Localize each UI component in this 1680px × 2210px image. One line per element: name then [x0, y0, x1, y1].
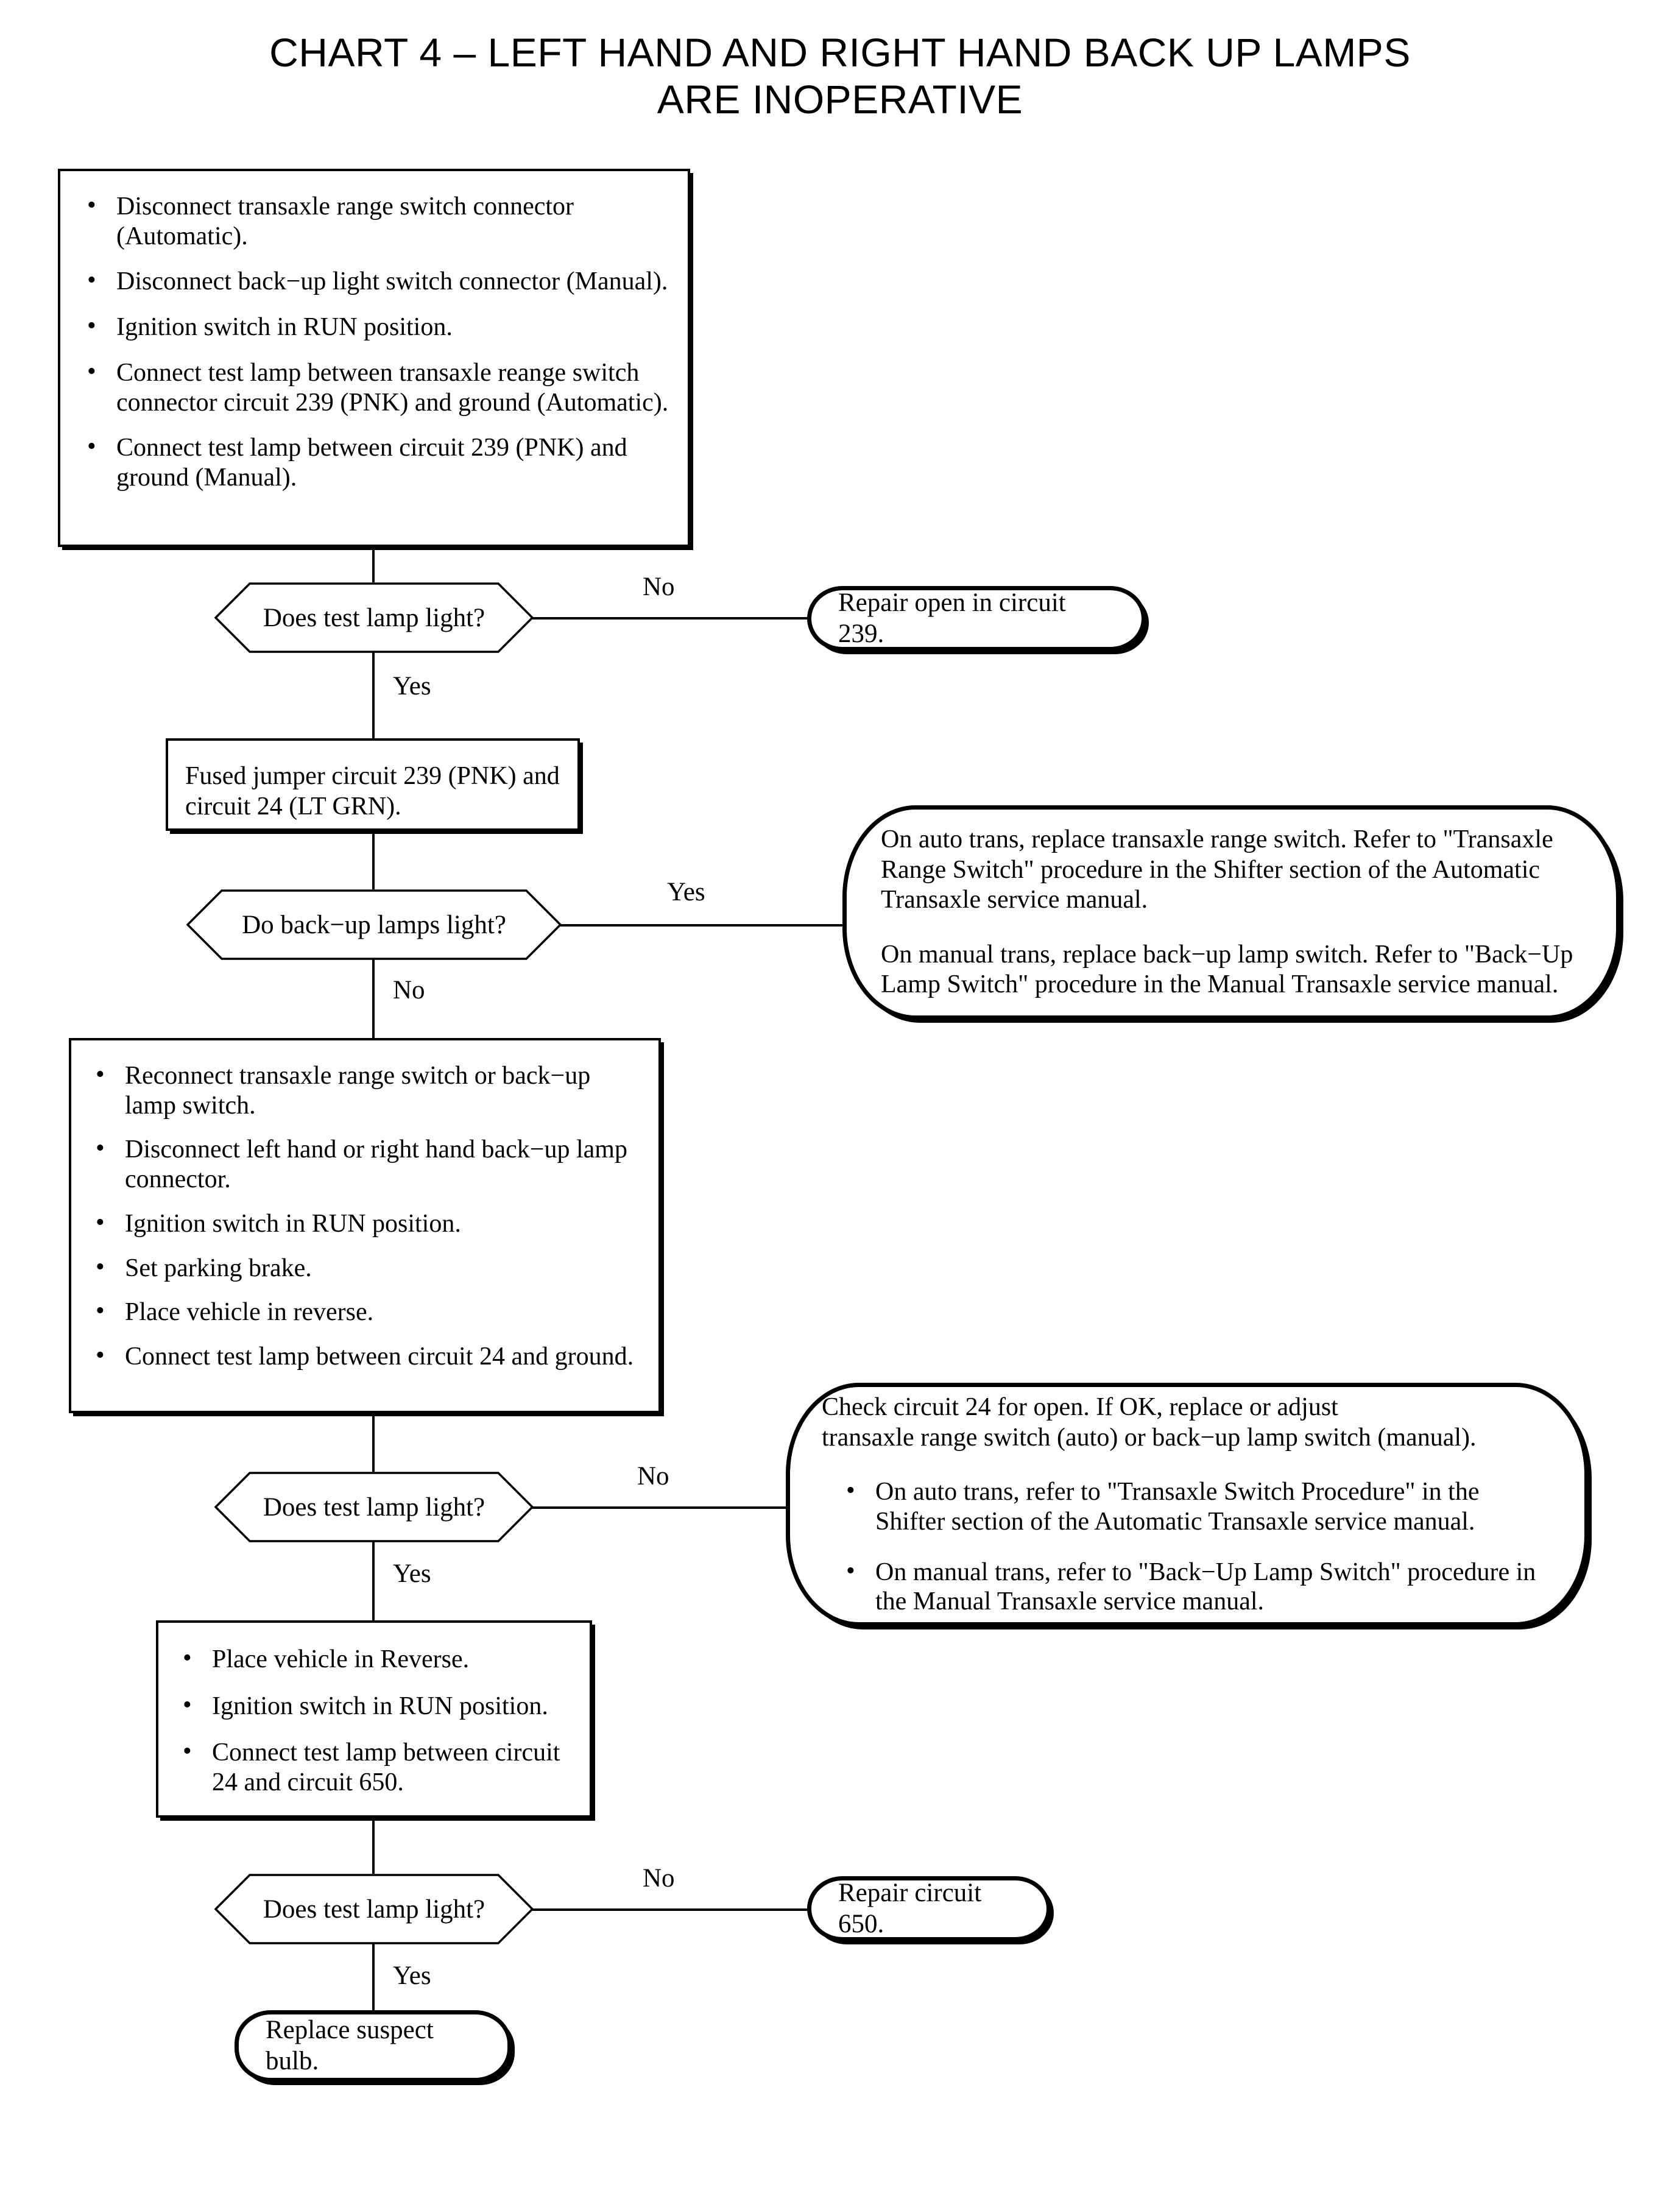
list-item: Connect test lamp between circuit 24 and… [87, 1341, 643, 1372]
connector-step2-to-decision2 [372, 831, 375, 892]
list-item: On auto trans, refer to "Transaxle Switc… [838, 1476, 1553, 1536]
edge-label-yes-3: Yes [393, 1559, 431, 1588]
terminal3-lead-line-2: transaxle range switch (auto) or back−up… [822, 1423, 1477, 1452]
connector-decision2-yes [560, 924, 844, 927]
decision-does-test-lamp-light-2: Does test lamp light? [214, 1472, 534, 1542]
edge-label-yes-1: Yes [393, 672, 431, 701]
hexagon-shape [214, 582, 534, 653]
list-item: Reconnect transaxle range switch or back… [87, 1060, 643, 1120]
terminal-repair-circuit-650: Repair circuit 650. [807, 1876, 1051, 1941]
connector-step4-to-decision4 [372, 1818, 375, 1876]
list-item: Ignition switch in RUN position. [174, 1690, 574, 1721]
step3-bullet-list: Reconnect transaxle range switch or back… [87, 1060, 643, 1372]
edge-label-no-4: No [643, 1864, 675, 1893]
decision-label: Do back−up lamps light? [242, 910, 506, 939]
step2-line-2: circuit 24 (LT GRN). [185, 792, 401, 821]
terminal-check-circuit-24: Check circuit 24 for open. If OK, replac… [786, 1383, 1589, 1626]
step2-line-1: Fused jumper circuit 239 (PNK) and [185, 762, 560, 790]
connector-decision4-yes [372, 1943, 375, 2022]
list-item: Place vehicle in reverse. [87, 1296, 643, 1327]
terminal-text: Replace suspect bulb. [266, 2016, 434, 2075]
list-item: Ignition switch in RUN position. [79, 311, 669, 342]
page-title: CHART 4 – LEFT HAND AND RIGHT HAND BACK … [0, 29, 1680, 123]
edge-label-no-1: No [643, 573, 675, 601]
terminal-replace-transaxle-range-switch: On auto trans, replace transaxle range s… [842, 805, 1620, 1020]
decision-label: Does test lamp light? [263, 603, 485, 632]
page-title-line-2: ARE INOPERATIVE [657, 77, 1023, 122]
step1-bullet-list: Disconnect transaxle range switch connec… [79, 191, 669, 493]
list-item: Disconnect left hand or right hand back−… [87, 1134, 643, 1194]
connector-decision3-yes [372, 1541, 375, 1620]
process-box-step3: Reconnect transaxle range switch or back… [69, 1038, 661, 1413]
list-item: Connect test lamp between circuit 239 (P… [79, 432, 669, 492]
list-item: On manual trans, refer to "Back−Up Lamp … [838, 1556, 1553, 1617]
list-item: Connect test lamp between transaxle rean… [79, 357, 669, 417]
list-item: Place vehicle in Reverse. [174, 1643, 574, 1675]
decision-does-test-lamp-light-1: Does test lamp light? [214, 582, 534, 653]
list-item: Disconnect back−up light switch connecto… [79, 266, 669, 297]
list-item: Connect test lamp between circuit 24 and… [174, 1737, 574, 1797]
connector-step1-to-decision1 [372, 547, 375, 585]
process-box-step1: Disconnect transaxle range switch connec… [58, 169, 690, 547]
hexagon-shape [186, 889, 562, 960]
decision-label: Does test lamp light? [263, 1492, 485, 1522]
connector-decision3-no [532, 1506, 788, 1509]
connector-decision1-yes [372, 652, 375, 738]
terminal-text: Repair circuit 650. [838, 1878, 982, 1938]
terminal-repair-open-circuit-239: Repair open in circuit 239. [807, 586, 1146, 651]
terminal3-lead-line-1: Check circuit 24 for open. If OK, replac… [822, 1393, 1338, 1422]
list-item: Ignition switch in RUN position. [87, 1208, 643, 1239]
terminal-paragraph-1: On auto trans, replace transaxle range s… [881, 825, 1553, 914]
list-item: Set parking brake. [87, 1252, 643, 1283]
decision-label: Does test lamp light? [263, 1894, 485, 1924]
edge-label-no-3: No [637, 1462, 669, 1491]
step4-bullet-list: Place vehicle in Reverse. Ignition switc… [174, 1643, 574, 1798]
terminal3-bullet-list: On auto trans, refer to "Transaxle Switc… [822, 1476, 1553, 1617]
list-item: Disconnect transaxle range switch connec… [79, 191, 669, 251]
process-box-step4: Place vehicle in Reverse. Ignition switc… [156, 1620, 592, 1818]
edge-label-yes-4: Yes [393, 1961, 431, 1990]
hexagon-shape [214, 1472, 534, 1542]
decision-does-test-lamp-light-3: Does test lamp light? [214, 1874, 534, 1944]
terminal-paragraph-2: On manual trans, replace back−up lamp sw… [881, 940, 1573, 999]
process-box-step2: Fused jumper circuit 239 (PNK) and circu… [166, 738, 580, 831]
connector-step3-to-decision3 [372, 1413, 375, 1474]
hexagon-shape [214, 1874, 534, 1944]
terminal-replace-suspect-bulb: Replace suspect bulb. [235, 2010, 512, 2082]
decision-do-back-up-lamps-light: Do back−up lamps light? [186, 889, 562, 960]
terminal-text: Repair open in circuit 239. [838, 588, 1066, 648]
connector-decision2-no [372, 959, 375, 1038]
connector-decision4-no [532, 1908, 808, 1911]
edge-label-yes-2: Yes [667, 878, 705, 906]
connector-decision1-no [532, 617, 808, 620]
edge-label-no-2: No [393, 976, 425, 1004]
page-title-line-1: CHART 4 – LEFT HAND AND RIGHT HAND BACK … [269, 30, 1411, 75]
